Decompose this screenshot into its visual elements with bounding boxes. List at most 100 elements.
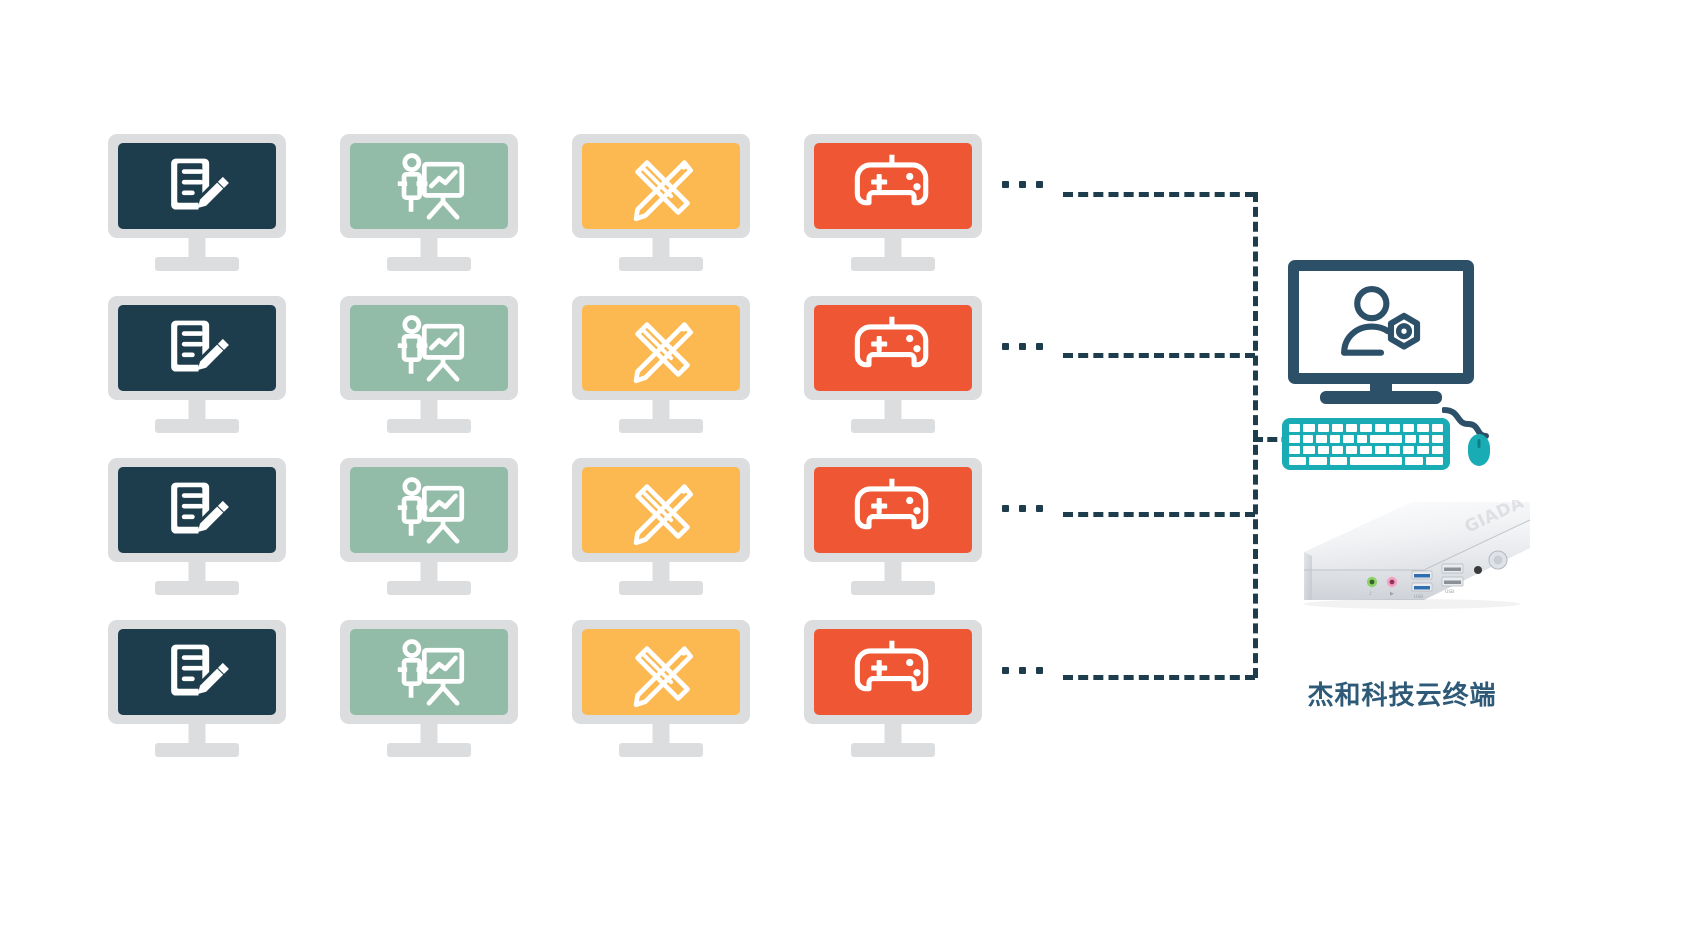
monitor-base (155, 419, 239, 433)
monitor-bezel (804, 134, 982, 238)
monitor-screen (582, 629, 740, 715)
key[interactable] (1329, 435, 1341, 443)
presentation-board-icon (397, 315, 465, 382)
key[interactable] (1309, 457, 1327, 465)
client-monitor-gaming-row1[interactable] (804, 134, 982, 274)
monitor-base (619, 419, 703, 433)
key[interactable] (1329, 457, 1348, 465)
key[interactable] (1388, 424, 1401, 432)
mini-pc[interactable]: GIADA ♪ ▶ USB USB (1262, 500, 1532, 620)
row-ellipsis-2 (1002, 343, 1043, 350)
key[interactable] (1431, 446, 1443, 454)
monitor-bezel (340, 296, 518, 400)
key[interactable] (1425, 457, 1443, 465)
monitor-screen (118, 467, 276, 553)
monitor-screen (814, 143, 972, 229)
keyboard-row (1289, 424, 1443, 432)
client-monitor-presentation-row4[interactable] (340, 620, 518, 760)
client-monitor-gaming-row2[interactable] (804, 296, 982, 436)
monitor-base (851, 743, 935, 757)
key[interactable] (1403, 424, 1415, 432)
port-panel: ♪ ▶ USB USB (1366, 550, 1508, 600)
key[interactable] (1403, 446, 1415, 454)
client-monitor-document-row4[interactable] (108, 620, 286, 760)
document-edit-icon (171, 320, 229, 372)
monitor-screen (582, 467, 740, 553)
document-edit-icon (171, 158, 229, 210)
key[interactable] (1303, 424, 1315, 432)
keyboard-row (1289, 446, 1443, 454)
key[interactable] (1317, 446, 1329, 454)
monitor-bezel (340, 458, 518, 562)
svg-text:♪: ♪ (1369, 591, 1372, 597)
row-ellipsis-1 (1002, 181, 1043, 188)
key[interactable] (1343, 435, 1354, 443)
key[interactable] (1289, 435, 1300, 443)
ellipsis-dot (1019, 181, 1026, 188)
client-monitor-gaming-row3[interactable] (804, 458, 982, 598)
key[interactable] (1405, 457, 1423, 465)
key[interactable] (1303, 446, 1315, 454)
mouse[interactable] (1468, 434, 1490, 466)
client-monitor-presentation-row3[interactable] (340, 458, 518, 598)
key[interactable] (1317, 424, 1329, 432)
ellipsis-dot (1002, 505, 1009, 512)
row-ellipsis-4 (1002, 667, 1043, 674)
monitor-screen (118, 143, 276, 229)
key[interactable] (1302, 435, 1314, 443)
key[interactable] (1289, 457, 1307, 465)
client-monitor-presentation-row2[interactable] (340, 296, 518, 436)
key[interactable] (1417, 446, 1429, 454)
monitor-neck (420, 562, 438, 584)
client-monitor-gaming-row4[interactable] (804, 620, 982, 760)
key[interactable] (1331, 424, 1344, 432)
client-monitor-document-row1[interactable] (108, 134, 286, 274)
gamepad-icon (854, 154, 929, 206)
monitor-bezel (572, 134, 750, 238)
ellipsis-dot (1036, 343, 1043, 350)
ellipsis-dot (1036, 667, 1043, 674)
key[interactable] (1418, 435, 1430, 443)
client-monitor-presentation-row1[interactable] (340, 134, 518, 274)
key[interactable] (1289, 424, 1301, 432)
client-monitor-design-row2[interactable] (572, 296, 750, 436)
ellipsis-dot (1019, 343, 1026, 350)
monitor-bezel (108, 620, 286, 724)
key[interactable] (1432, 435, 1443, 443)
host-monitor[interactable] (1288, 260, 1474, 410)
keyboard[interactable] (1282, 418, 1450, 470)
key[interactable] (1360, 446, 1372, 454)
key[interactable] (1346, 424, 1358, 432)
client-monitor-design-row4[interactable] (572, 620, 750, 760)
monitor-neck (884, 562, 902, 584)
client-monitor-design-row1[interactable] (572, 134, 750, 274)
key[interactable] (1417, 424, 1429, 432)
monitor-screen (814, 629, 972, 715)
key[interactable] (1346, 446, 1358, 454)
monitor-base (155, 257, 239, 271)
row-ellipsis-3 (1002, 505, 1043, 512)
client-monitor-document-row2[interactable] (108, 296, 286, 436)
gamepad-icon (854, 316, 929, 368)
client-monitor-document-row3[interactable] (108, 458, 286, 598)
monitor-bezel (572, 458, 750, 562)
key[interactable] (1388, 446, 1401, 454)
key[interactable] (1289, 446, 1301, 454)
monitor-neck (188, 724, 206, 746)
key-space[interactable] (1350, 457, 1403, 465)
key[interactable] (1360, 424, 1372, 432)
key[interactable] (1374, 424, 1386, 432)
key[interactable] (1316, 435, 1327, 443)
key[interactable] (1431, 424, 1443, 432)
pencil-ruler-icon (633, 322, 693, 384)
key[interactable] (1356, 435, 1368, 443)
monitor-bezel (804, 296, 982, 400)
key[interactable] (1405, 435, 1416, 443)
monitor-neck (420, 400, 438, 422)
ellipsis-dot (1019, 667, 1026, 674)
ellipsis-dot (1019, 505, 1026, 512)
key[interactable] (1331, 446, 1344, 454)
client-monitor-design-row3[interactable] (572, 458, 750, 598)
key[interactable] (1374, 446, 1386, 454)
key-enter[interactable] (1370, 435, 1403, 443)
